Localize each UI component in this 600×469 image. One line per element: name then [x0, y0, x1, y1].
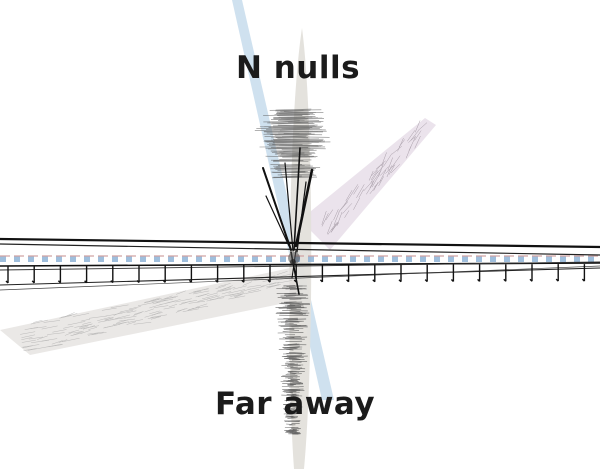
horizon-line-1 — [0, 237, 600, 249]
bottom-label: Far away — [214, 386, 376, 422]
scribble-lilac — [321, 120, 428, 235]
top-label: N nulls — [235, 50, 361, 86]
horizon-line-6 — [0, 265, 600, 291]
horizon-line-2 — [0, 243, 600, 256]
spike-lines — [262, 147, 314, 295]
centre-cluster — [288, 252, 300, 265]
horizon-line-5 — [0, 267, 600, 286]
scribble-upper — [254, 108, 331, 179]
scribble-fan — [20, 271, 293, 351]
scribble-lower — [275, 285, 311, 435]
horizon-line-4 — [0, 261, 600, 271]
lilac-diagonal-band — [300, 118, 436, 250]
